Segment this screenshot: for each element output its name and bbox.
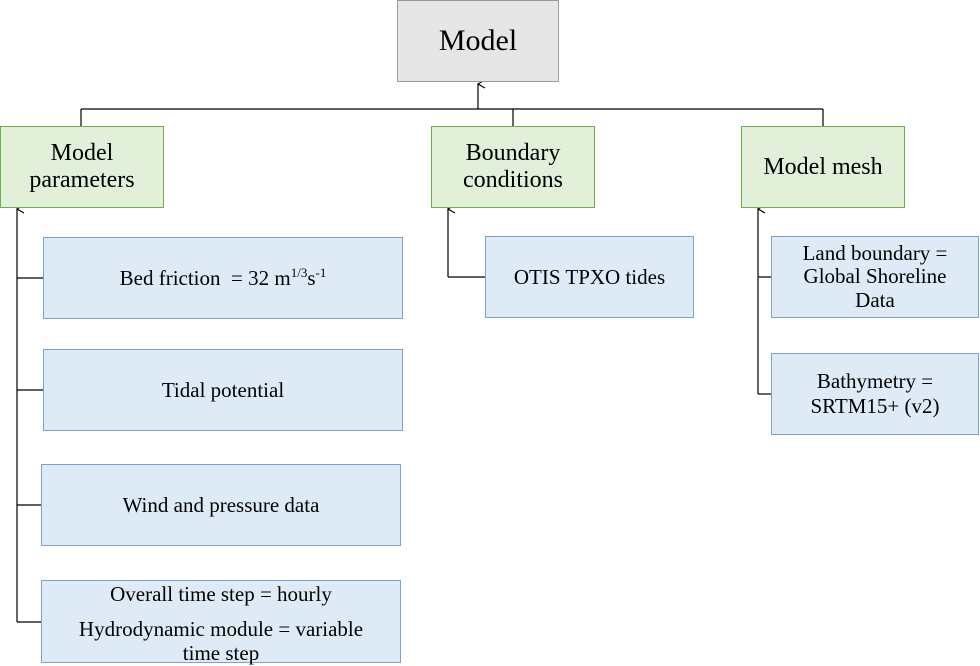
boundary-conditions-box: Boundary conditions — [431, 126, 595, 208]
wind-pressure-label: Wind and pressure data — [122, 492, 320, 517]
otis-tpxo-box: OTIS TPXO tides — [485, 236, 694, 318]
bed-friction-text: Bed friction = 32 m1/3s-1 — [120, 266, 327, 291]
land-boundary-line1: Land boundary = — [802, 240, 948, 265]
bed-friction-exponent-1: 1/3 — [290, 264, 308, 280]
model-mesh-label: Model mesh — [763, 153, 883, 180]
land-boundary-line3: Data — [855, 287, 895, 312]
time-step-line3: time step — [182, 641, 260, 666]
model-parameters-line2: parameters — [29, 167, 135, 193]
bathymetry-line1: Bathymetry = — [816, 369, 934, 394]
bed-friction-box: Bed friction = 32 m1/3s-1 — [43, 237, 403, 319]
boundary-conditions-line1: Boundary — [465, 140, 561, 167]
time-step-line1: Overall time step = hourly — [110, 582, 332, 606]
time-step-box: Overall time step = hourly Hydrodynamic … — [41, 580, 401, 666]
bed-friction-prefix: Bed friction = 32 m — [119, 265, 291, 290]
bathymetry-line2: SRTM15+ (v2) — [810, 394, 940, 418]
bed-friction-unit-s: s — [307, 265, 316, 290]
wind-pressure-box: Wind and pressure data — [41, 464, 401, 546]
boundary-conditions-line2: conditions — [463, 167, 563, 193]
otis-tpxo-label: OTIS TPXO tides — [513, 264, 666, 289]
time-step-line2: Hydrodynamic module = variable — [78, 616, 364, 641]
bed-friction-exponent-2: -1 — [315, 264, 327, 280]
model-root-box: Model — [397, 0, 559, 82]
model-parameters-box: Model parameters — [0, 126, 164, 208]
bathymetry-box: Bathymetry = SRTM15+ (v2) — [771, 353, 979, 435]
model-parameters-line1: Model — [50, 140, 114, 167]
model-mesh-box: Model mesh — [741, 126, 905, 208]
land-boundary-line2: Global Shoreline — [803, 264, 947, 289]
land-boundary-box: Land boundary = Global Shoreline Data — [771, 236, 979, 318]
tidal-potential-label: Tidal potential — [161, 377, 285, 402]
tidal-potential-box: Tidal potential — [43, 349, 403, 431]
model-root-label: Model — [438, 23, 518, 57]
